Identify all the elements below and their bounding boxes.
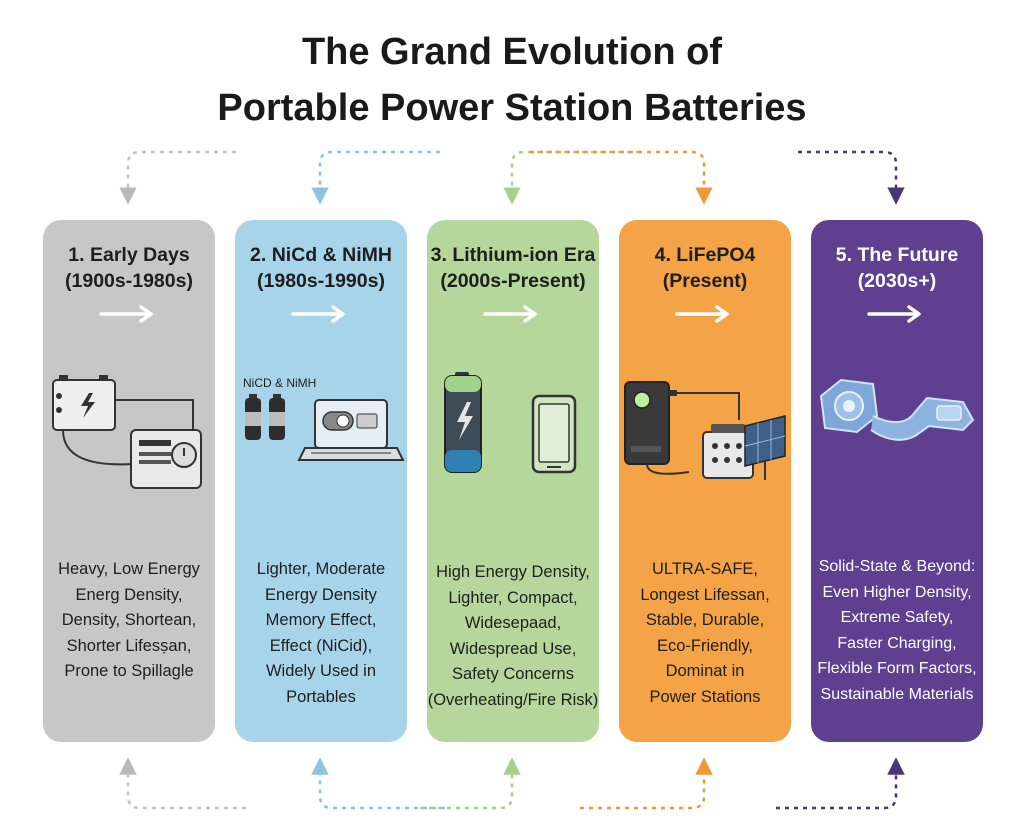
stage-card-early-days: 1. Early Days (1900s-1980s) Heavy, Low E… (43, 220, 215, 742)
stage-card-lithium-ion: 3. Lithium-ion Era (2000s-Present) High … (427, 220, 599, 742)
stage-description: Solid-State & Beyond: Even Higher Densit… (811, 554, 983, 707)
stage-card-nicd-nimh: 2. NiCd & NiMH (1980s-1990s) NiCD & NiMH… (235, 220, 407, 742)
stage-period: (2030s+) (857, 270, 937, 292)
stage-title: 1. Early Days (68, 244, 190, 266)
lithium-cell-and-smartphone-icon (444, 372, 577, 474)
top-connector-4 (530, 150, 713, 205)
page-title-line-2: Portable Power Station Batteries (217, 87, 807, 129)
top-connector-2 (311, 150, 440, 205)
desc-line: ULTRA-SAFE, (651, 560, 759, 578)
bottom-connector-2 (311, 757, 445, 810)
stage-description: Lighter, Moderate Energy Density Memory … (235, 557, 407, 710)
top-connector-1 (119, 150, 236, 205)
top-connector-3 (503, 150, 640, 205)
top-connector-5 (798, 150, 905, 205)
desc-line: Sustainable Materials (820, 685, 974, 703)
desc-line: Energy Density (265, 585, 377, 604)
bottom-connector-5 (776, 757, 905, 810)
icon-caption: NiCD & NiMH (243, 376, 317, 390)
desc-line: (Overheating/Fire Risk) (427, 690, 599, 709)
stage-description: Heavy, Low Energy Energ Density, Density… (43, 557, 215, 685)
bottom-connector-1 (119, 757, 246, 810)
stage-card-future: 5. The Future (2030s+) Solid-State & Bey… (811, 220, 983, 742)
page-title-line-1: The Grand Evolution of (301, 31, 723, 73)
lead-acid-battery-and-radio-icon (52, 375, 202, 489)
solid-state-cell-icon (819, 378, 975, 441)
right-arrow-icon (483, 305, 537, 323)
bottom-connector-3 (420, 757, 521, 810)
desc-line: Eco-Friendly, (657, 636, 753, 655)
bottom-connector-4 (580, 757, 713, 810)
desc-line: Energ Density, (75, 585, 183, 604)
desc-line: Longest Lifessan, (640, 585, 770, 604)
stage-description: ULTRA-SAFE, Longest Lifessan, Stable, Du… (619, 557, 791, 710)
right-arrow-icon (99, 305, 153, 323)
desc-line: Safety Concerns (452, 665, 574, 683)
stage-description: High Energy Density, Lighter, Compact, W… (427, 560, 599, 713)
desc-line: Heavy, Low Energy (58, 560, 200, 578)
desc-line: Dominat in (665, 662, 745, 680)
stage-period: (1980s-1990s) (257, 270, 385, 292)
desc-line: Portables (286, 687, 356, 706)
stage-title: 3. Lithium-ion Era (430, 244, 596, 266)
desc-line: High Energy Density, (436, 563, 590, 581)
desc-line: Effect (NiCid), (269, 636, 373, 655)
desc-line: Prone to Spillagle (64, 662, 194, 680)
desc-line: Stable, Durable, (645, 611, 765, 629)
right-arrow-icon (675, 305, 729, 323)
stage-title: 2. NiCd & NiMH (250, 244, 392, 266)
desc-line: Widesepaad, (464, 614, 562, 632)
desc-line: Lighter, Compact, (448, 588, 578, 607)
right-arrow-icon (867, 305, 921, 323)
desc-line: Density, Shortean, (61, 611, 197, 629)
stage-period: (1900s-1980s) (65, 270, 193, 292)
desc-line: Widely Used in (265, 662, 377, 680)
stage-card-lifepo4: 4. LiFePO4 (Present) ULTRA-SAFE, Longest… (619, 220, 791, 742)
desc-line: Shorter Lifesṣan, (66, 636, 192, 655)
right-arrow-icon (291, 305, 345, 323)
stage-period: (Present) (662, 270, 748, 292)
desc-line: Extreme Safety, (840, 609, 954, 626)
desc-line: Flexible Form Factors, (817, 660, 977, 677)
stage-title: 4. LiFePO4 (654, 244, 756, 266)
cylinder-cells-and-laptop-icon (245, 394, 405, 461)
desc-line: Power Stations (649, 687, 761, 706)
desc-line: Even Higher Density, (822, 583, 972, 601)
stage-title: 5. The Future (835, 244, 959, 266)
desc-line: Faster Charging, (837, 634, 957, 652)
desc-line: Solid-State & Beyond: (818, 558, 976, 575)
desc-line: Memory Effect, (265, 611, 377, 629)
stage-period: (2000s-Present) (440, 270, 586, 292)
desc-line: Lighter, Moderate (256, 560, 386, 578)
desc-line: Widespread Use, (449, 639, 577, 658)
power-station-and-solar-panel-icon (624, 381, 786, 480)
